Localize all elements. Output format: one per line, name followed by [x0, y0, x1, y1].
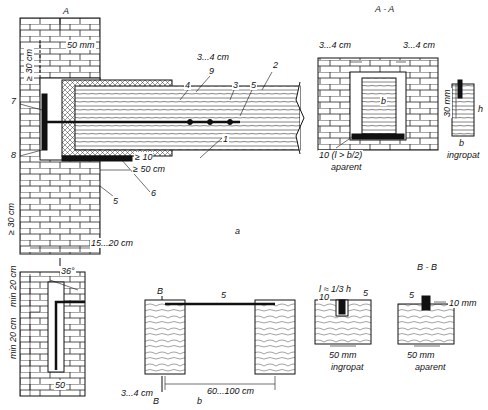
drawing-label: 7	[10, 96, 17, 106]
drawing-label: 3...4 cm	[120, 388, 154, 398]
drawing-label: 5	[112, 196, 119, 206]
drawing-label: A	[62, 6, 70, 16]
drawing-label: h	[477, 104, 484, 114]
drawing-label: 9	[208, 66, 215, 76]
drawing-label: 2	[272, 60, 279, 70]
drawing-label: 36°	[60, 266, 76, 276]
drawing-label: 5	[250, 80, 257, 90]
drawing-label: aparent	[330, 162, 363, 172]
drawing-label: 5	[362, 288, 369, 298]
drawing-label: 10 mm	[448, 298, 478, 308]
drawing-label: a	[234, 226, 241, 236]
drawing-label: 3...4 cm	[196, 52, 230, 62]
drawing-label: 10	[318, 292, 330, 302]
drawing-label: 5	[220, 290, 227, 300]
drawing-label: B - B	[416, 262, 438, 272]
drawing-label: ingropat	[330, 362, 365, 372]
drawing-label: aparent	[414, 362, 447, 372]
drawing-label: 50 mm	[406, 350, 436, 360]
drawing-label: ingropat	[446, 150, 481, 160]
drawing-label: b	[196, 396, 203, 406]
drawing-label: 10 (l > b/2)	[318, 150, 363, 160]
drawing-label: ≥ 50 cm	[132, 164, 166, 174]
drawing-label: 8	[10, 150, 17, 160]
drawing-label: ≥ 30 cm	[24, 48, 34, 82]
drawing-label: 3...4 cm	[402, 40, 436, 50]
drawing-label: 50 mm	[66, 40, 96, 50]
drawing-label: ≥ 30 cm	[6, 202, 16, 236]
drawing-label: 15...20 cm	[90, 238, 134, 248]
drawing-label: 3	[232, 80, 239, 90]
drawing-label: 30 mm	[442, 88, 452, 118]
drawing-label: b	[458, 138, 465, 148]
drawing-label: A - A	[374, 4, 395, 14]
drawing-label: 60...100 cm	[206, 386, 255, 396]
drawing-label: 50 mm	[328, 350, 358, 360]
drawing-label: min 20 cm	[8, 316, 18, 360]
drawing-label: 1	[222, 134, 229, 144]
drawing-label: 6	[150, 188, 157, 198]
drawing-label: 3...4 cm	[318, 40, 352, 50]
drawing-label: B	[156, 286, 164, 296]
drawing-label: 4	[184, 80, 191, 90]
drawing-label: min 20 cm	[8, 264, 18, 308]
drawing-label: 5	[408, 290, 415, 300]
drawing-label: 50	[54, 380, 66, 390]
drawing-label: b	[380, 96, 387, 106]
drawing-label: ≥ 10	[134, 152, 153, 162]
